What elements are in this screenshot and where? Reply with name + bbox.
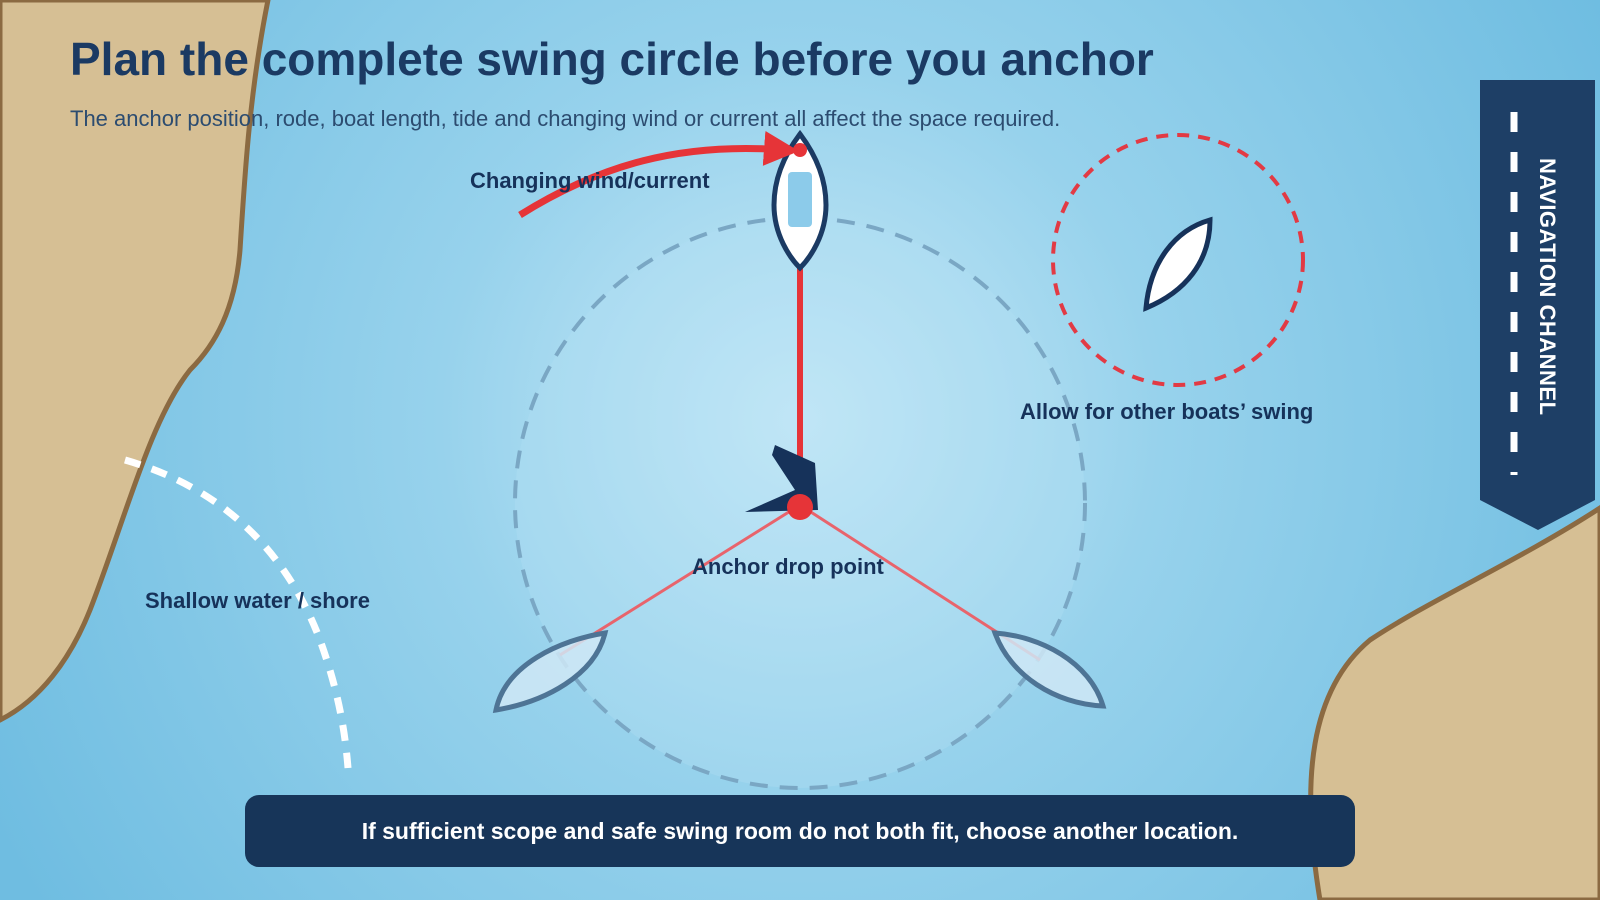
navigation-channel-label: NAVIGATION CHANNEL [1535, 158, 1560, 416]
advice-banner-text: If sufficient scope and safe swing room … [361, 817, 1239, 844]
shore-left [0, 0, 271, 723]
boat-icon [492, 629, 609, 714]
boat-icon [1143, 216, 1213, 312]
boat-icon [771, 129, 829, 272]
boat-icon [991, 630, 1107, 709]
anchor-drop-label: Anchor drop point [692, 554, 884, 579]
page-title: Plan the complete swing circle before yo… [70, 33, 1154, 85]
page-subtitle: The anchor position, rode, boat length, … [70, 106, 1061, 131]
wind-current-arrow [518, 130, 799, 218]
shallow-water-boundary [124, 456, 352, 769]
shore-label: Shallow water / shore [145, 588, 370, 613]
advice-banner: If sufficient scope and safe swing room … [245, 795, 1355, 867]
wind-current-label: Changing wind/current [470, 168, 710, 193]
navigation-channel [1480, 80, 1595, 530]
rode-line-left [559, 503, 801, 657]
anchor-icon [745, 445, 818, 520]
other-boats-label: Allow for other boats’ swing [1020, 399, 1314, 424]
other-boat-swing-circle [1051, 133, 1305, 387]
